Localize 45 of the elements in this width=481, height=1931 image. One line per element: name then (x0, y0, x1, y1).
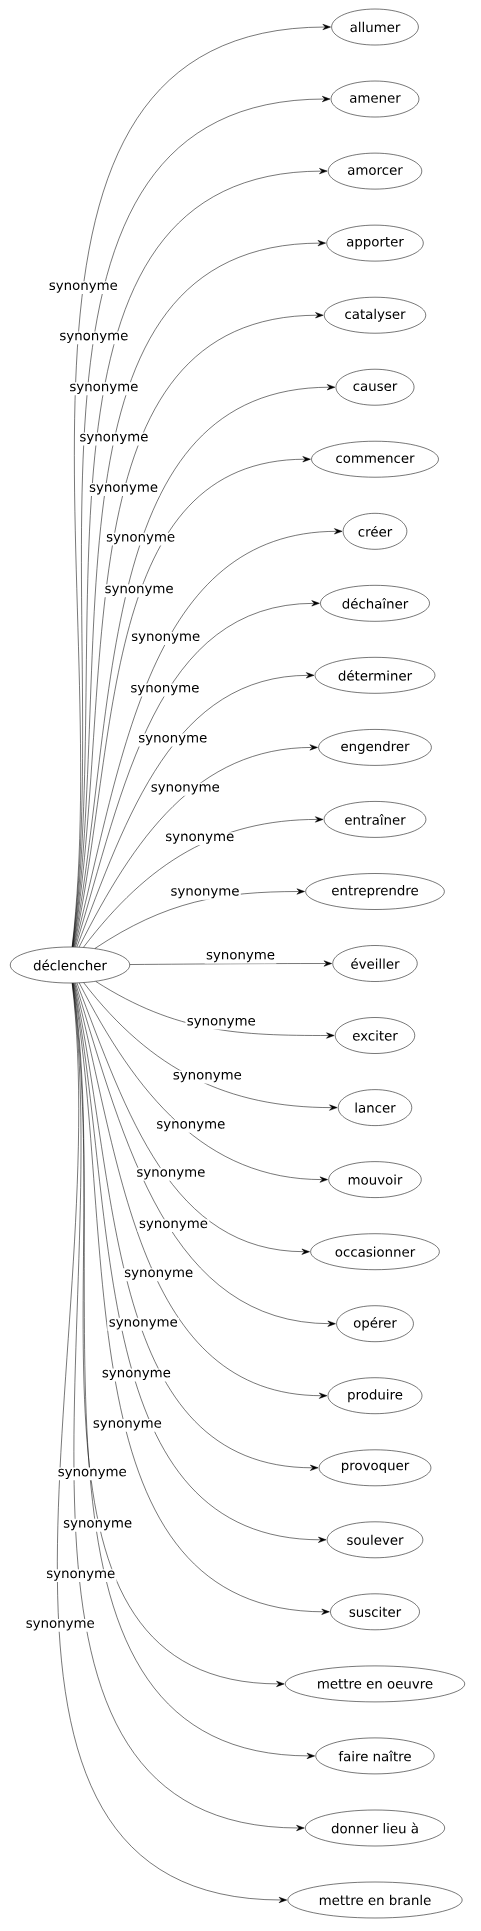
edge-label: synonyme (91, 1418, 164, 1432)
edge-label: synonyme (58, 331, 130, 345)
edge-label: synonyme (87, 483, 160, 496)
edge-label: synonyme (136, 733, 209, 747)
edge-label: synonyme (61, 1518, 134, 1532)
edge-label: synonyme (24, 1618, 97, 1632)
edge-label: synonyme (68, 382, 140, 396)
edge-label: synonyme (122, 1268, 195, 1282)
arrow (95, 981, 335, 1039)
arrow (72, 983, 285, 1687)
edge-label: synonyme (149, 782, 222, 796)
edge-label: synonyme (169, 886, 241, 900)
edge-label: synonyme (56, 1467, 129, 1481)
arrow (129, 960, 332, 967)
edge-label: synonyme (204, 950, 277, 964)
edge-label: synonyme (154, 1119, 227, 1133)
arrow (94, 888, 305, 949)
arrow (57, 983, 287, 1903)
arrow (74, 528, 343, 948)
edge-label: synonyme (78, 432, 150, 446)
arrow (75, 982, 336, 1327)
edge-label: synonyme (129, 683, 201, 697)
edge-label: synonyme (129, 632, 202, 645)
arrow (76, 982, 310, 1255)
edge-label: synonyme (104, 532, 177, 546)
edge-label: synonyme (100, 1368, 173, 1382)
arrow (83, 982, 338, 1111)
arrow (75, 600, 320, 948)
edge-label: synonyme (44, 1569, 117, 1583)
edge-label: synonyme (103, 584, 175, 598)
edge-label: synonyme (135, 1167, 207, 1181)
arrow (74, 982, 328, 1399)
arrow (78, 744, 318, 948)
arrow (73, 982, 319, 1471)
edge-label: synonyme (171, 1070, 244, 1084)
arrow (73, 384, 336, 948)
arrow (73, 456, 311, 948)
arrow (79, 982, 328, 1183)
arrow (83, 816, 324, 948)
edge-label: synonyme (107, 1317, 180, 1331)
edge-label: synonyme (47, 281, 120, 295)
edge-label: synonyme (185, 1016, 258, 1030)
edge-label: synonyme (163, 832, 236, 846)
edge-label: synonyme (137, 1219, 210, 1233)
arrow (76, 672, 315, 948)
